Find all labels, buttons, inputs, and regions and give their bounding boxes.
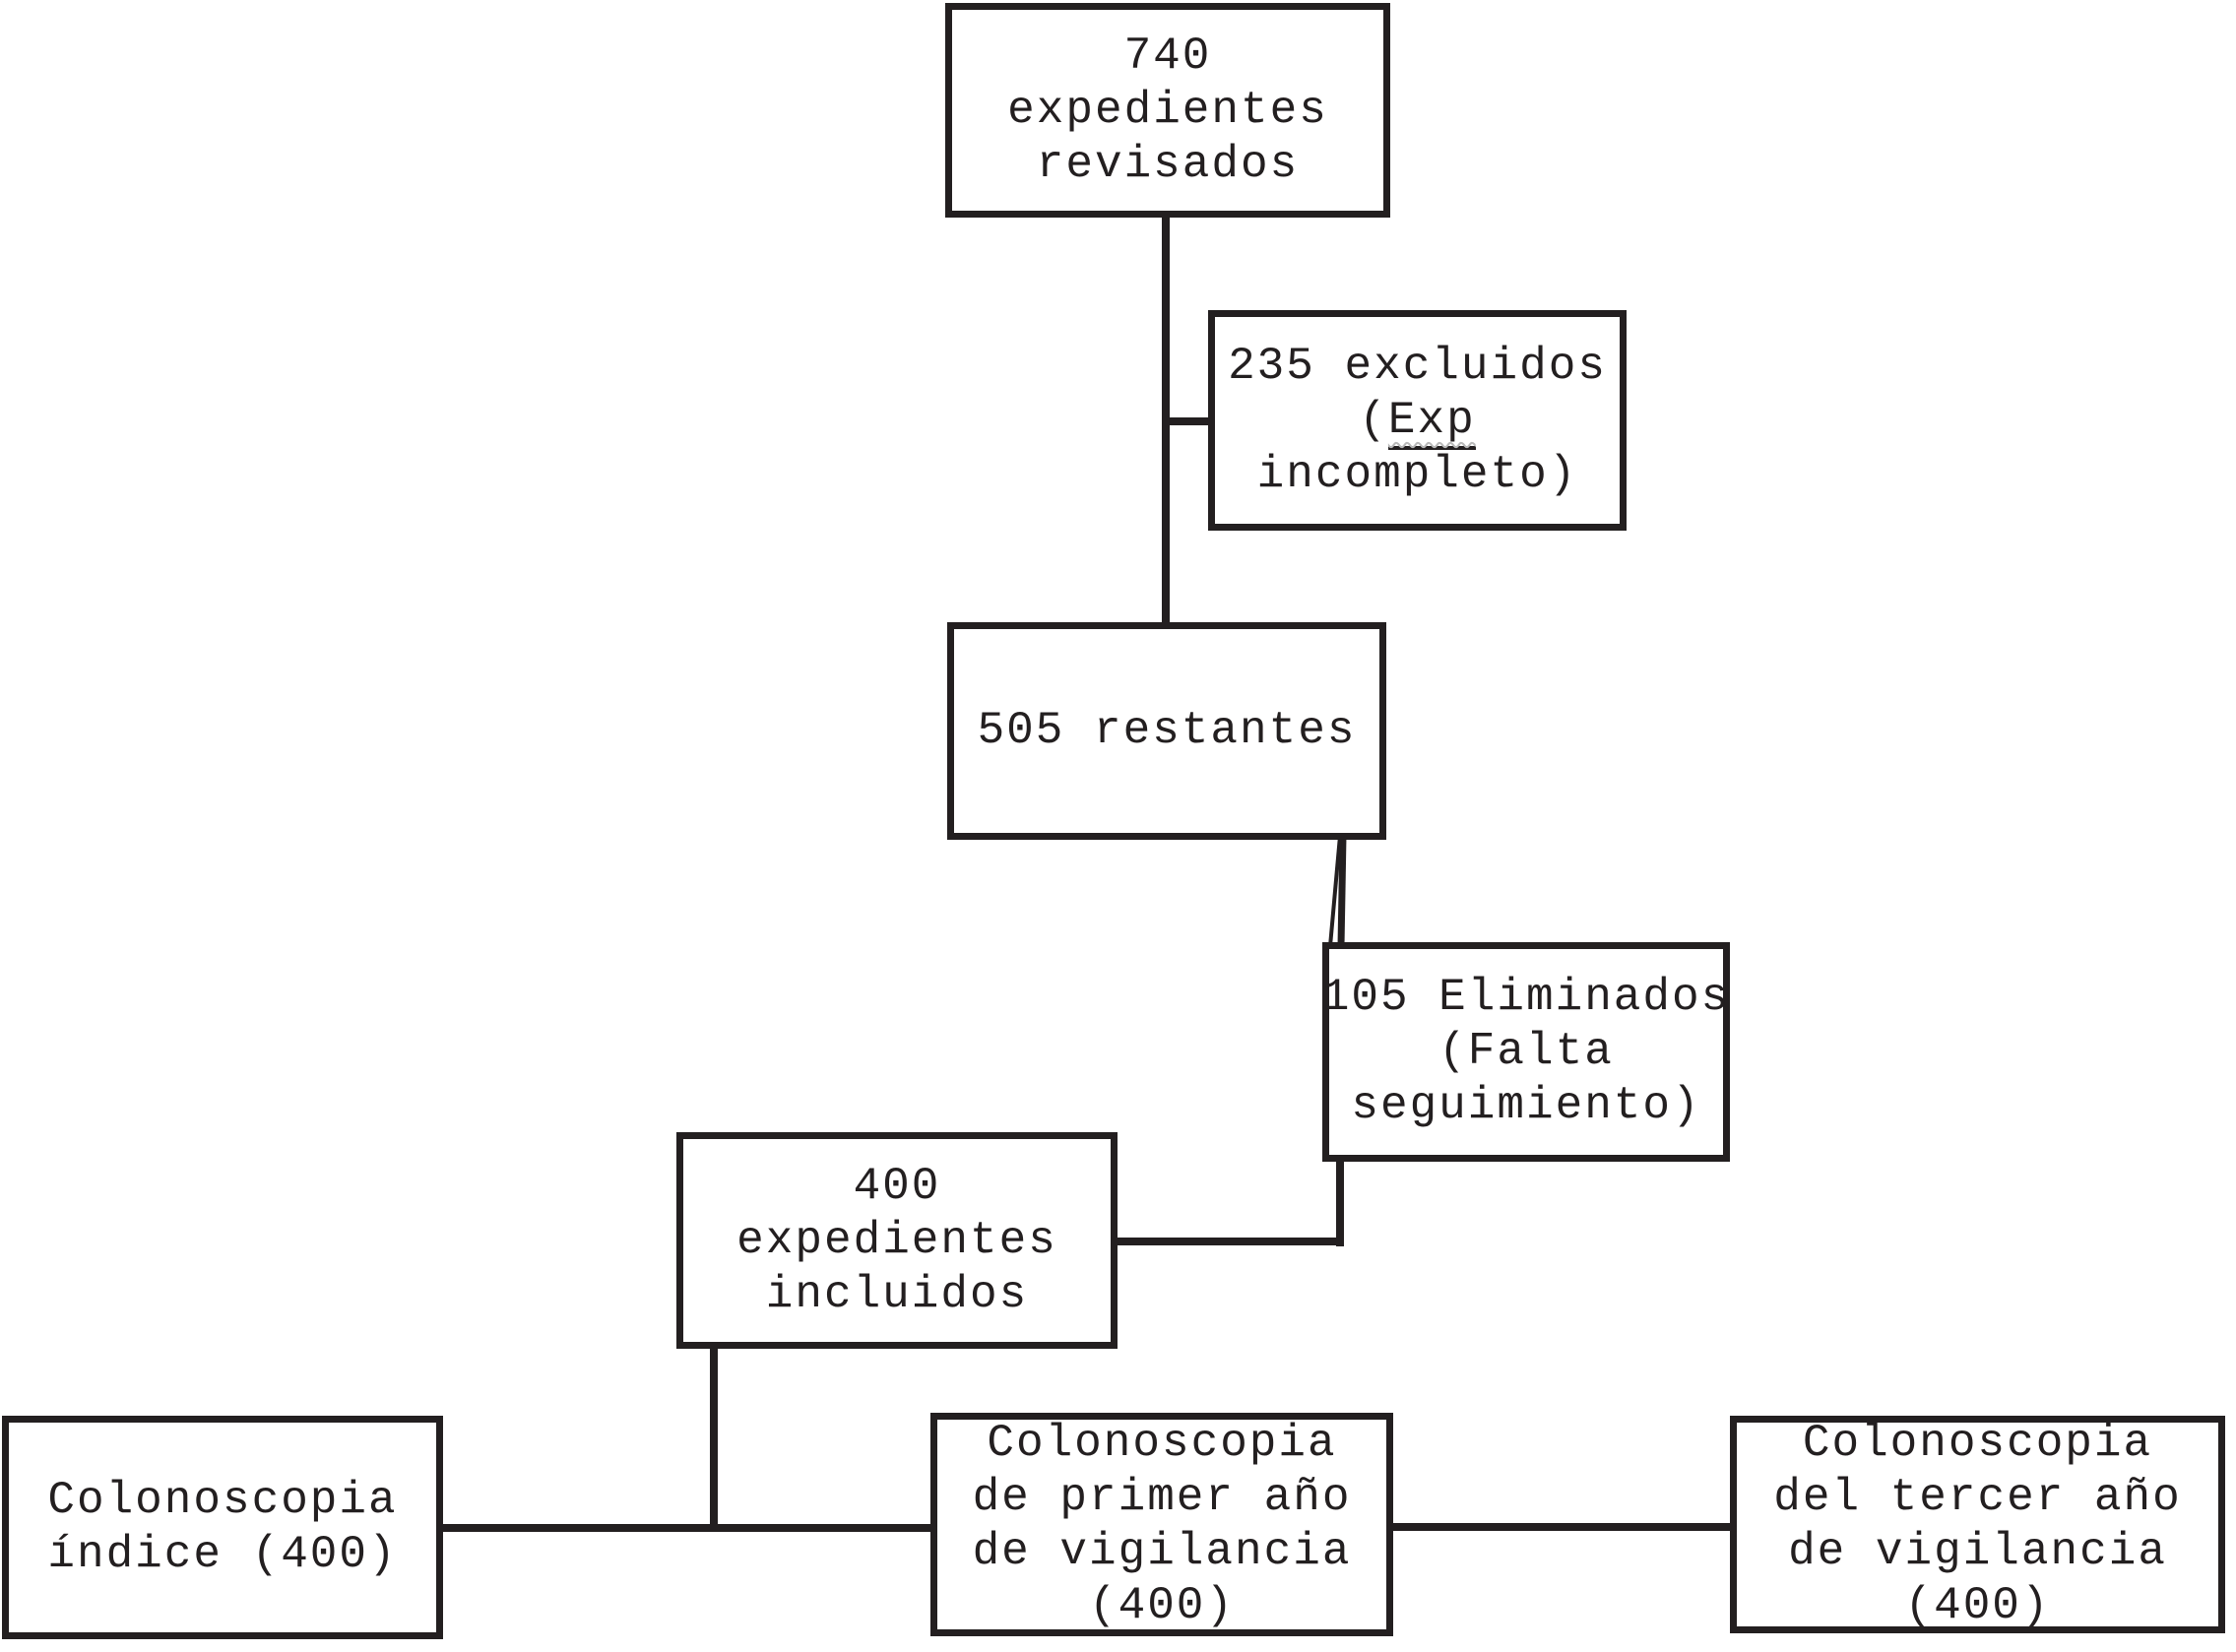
spellchecked-word: Exp bbox=[1387, 394, 1476, 450]
box-text-line: Colonoscopia bbox=[47, 1474, 398, 1526]
box-colonoscopia-primer-ano: Colonoscopia de primer año de vigilancia… bbox=[930, 1413, 1393, 1636]
connector-primer-to-tercer-ano bbox=[1389, 1523, 1734, 1531]
box-text-line: revisados bbox=[1036, 138, 1300, 190]
box-text-line: (Falta bbox=[1438, 1026, 1614, 1077]
connector-branch-to-excluidos bbox=[1166, 417, 1213, 425]
box-text-line: del tercer año bbox=[1773, 1471, 2182, 1523]
connector-eliminados-down bbox=[1336, 1158, 1344, 1246]
box-text-line: seguimiento) bbox=[1351, 1080, 1701, 1131]
box-expedientes-incluidos: 400 expedientes incluidos bbox=[676, 1132, 1118, 1349]
box-text-line: de primer año bbox=[972, 1471, 1352, 1523]
box-text-line: incluidos bbox=[765, 1268, 1029, 1320]
connector-incluidos-down bbox=[710, 1347, 718, 1532]
box-colonoscopia-tercer-ano: Colonoscopia del tercer año de vigilanci… bbox=[1730, 1416, 2225, 1633]
box-restantes: 505 restantes bbox=[947, 622, 1386, 840]
box-text-line: incompleto) bbox=[1256, 448, 1578, 500]
box-text-line: índice (400) bbox=[47, 1528, 398, 1580]
box-text-line: 740 bbox=[1123, 30, 1212, 82]
box-text-line: Colonoscopia bbox=[987, 1417, 1337, 1469]
box-eliminados-falta-seguimiento: 105 Eliminados (Falta seguimiento) bbox=[1322, 942, 1730, 1162]
box-text-line: (400) bbox=[1904, 1579, 2051, 1631]
box-text-line: (Exp bbox=[1359, 394, 1476, 450]
box-colonoscopia-indice: Colonoscopia índice (400) bbox=[2, 1416, 443, 1639]
connector-restantes-to-eliminados bbox=[1328, 835, 1347, 947]
box-text-line: (400) bbox=[1088, 1579, 1236, 1631]
box-text-line: 505 restantes bbox=[977, 705, 1357, 756]
box-text-line: de vigilancia bbox=[1788, 1525, 2167, 1577]
box-text-line: Colonoscopia bbox=[1802, 1417, 2153, 1469]
box-text-line: 235 excluidos bbox=[1228, 340, 1607, 392]
box-text-line: 400 bbox=[853, 1160, 941, 1212]
box-excluidos-exp-incompleto: 235 excluidos (Exp incompleto) bbox=[1208, 310, 1627, 531]
box-text-line: expedientes bbox=[736, 1214, 1057, 1266]
box-text-line: de vigilancia bbox=[972, 1525, 1352, 1577]
box-expedientes-revisados: 740 expedientes revisados bbox=[945, 3, 1390, 218]
connector-indice-to-primer-ano bbox=[439, 1524, 939, 1532]
box-text-line: expedientes bbox=[1007, 84, 1328, 136]
box-text-line: 105 Eliminados bbox=[1321, 972, 1731, 1023]
connector-to-incluidos bbox=[1116, 1238, 1344, 1245]
